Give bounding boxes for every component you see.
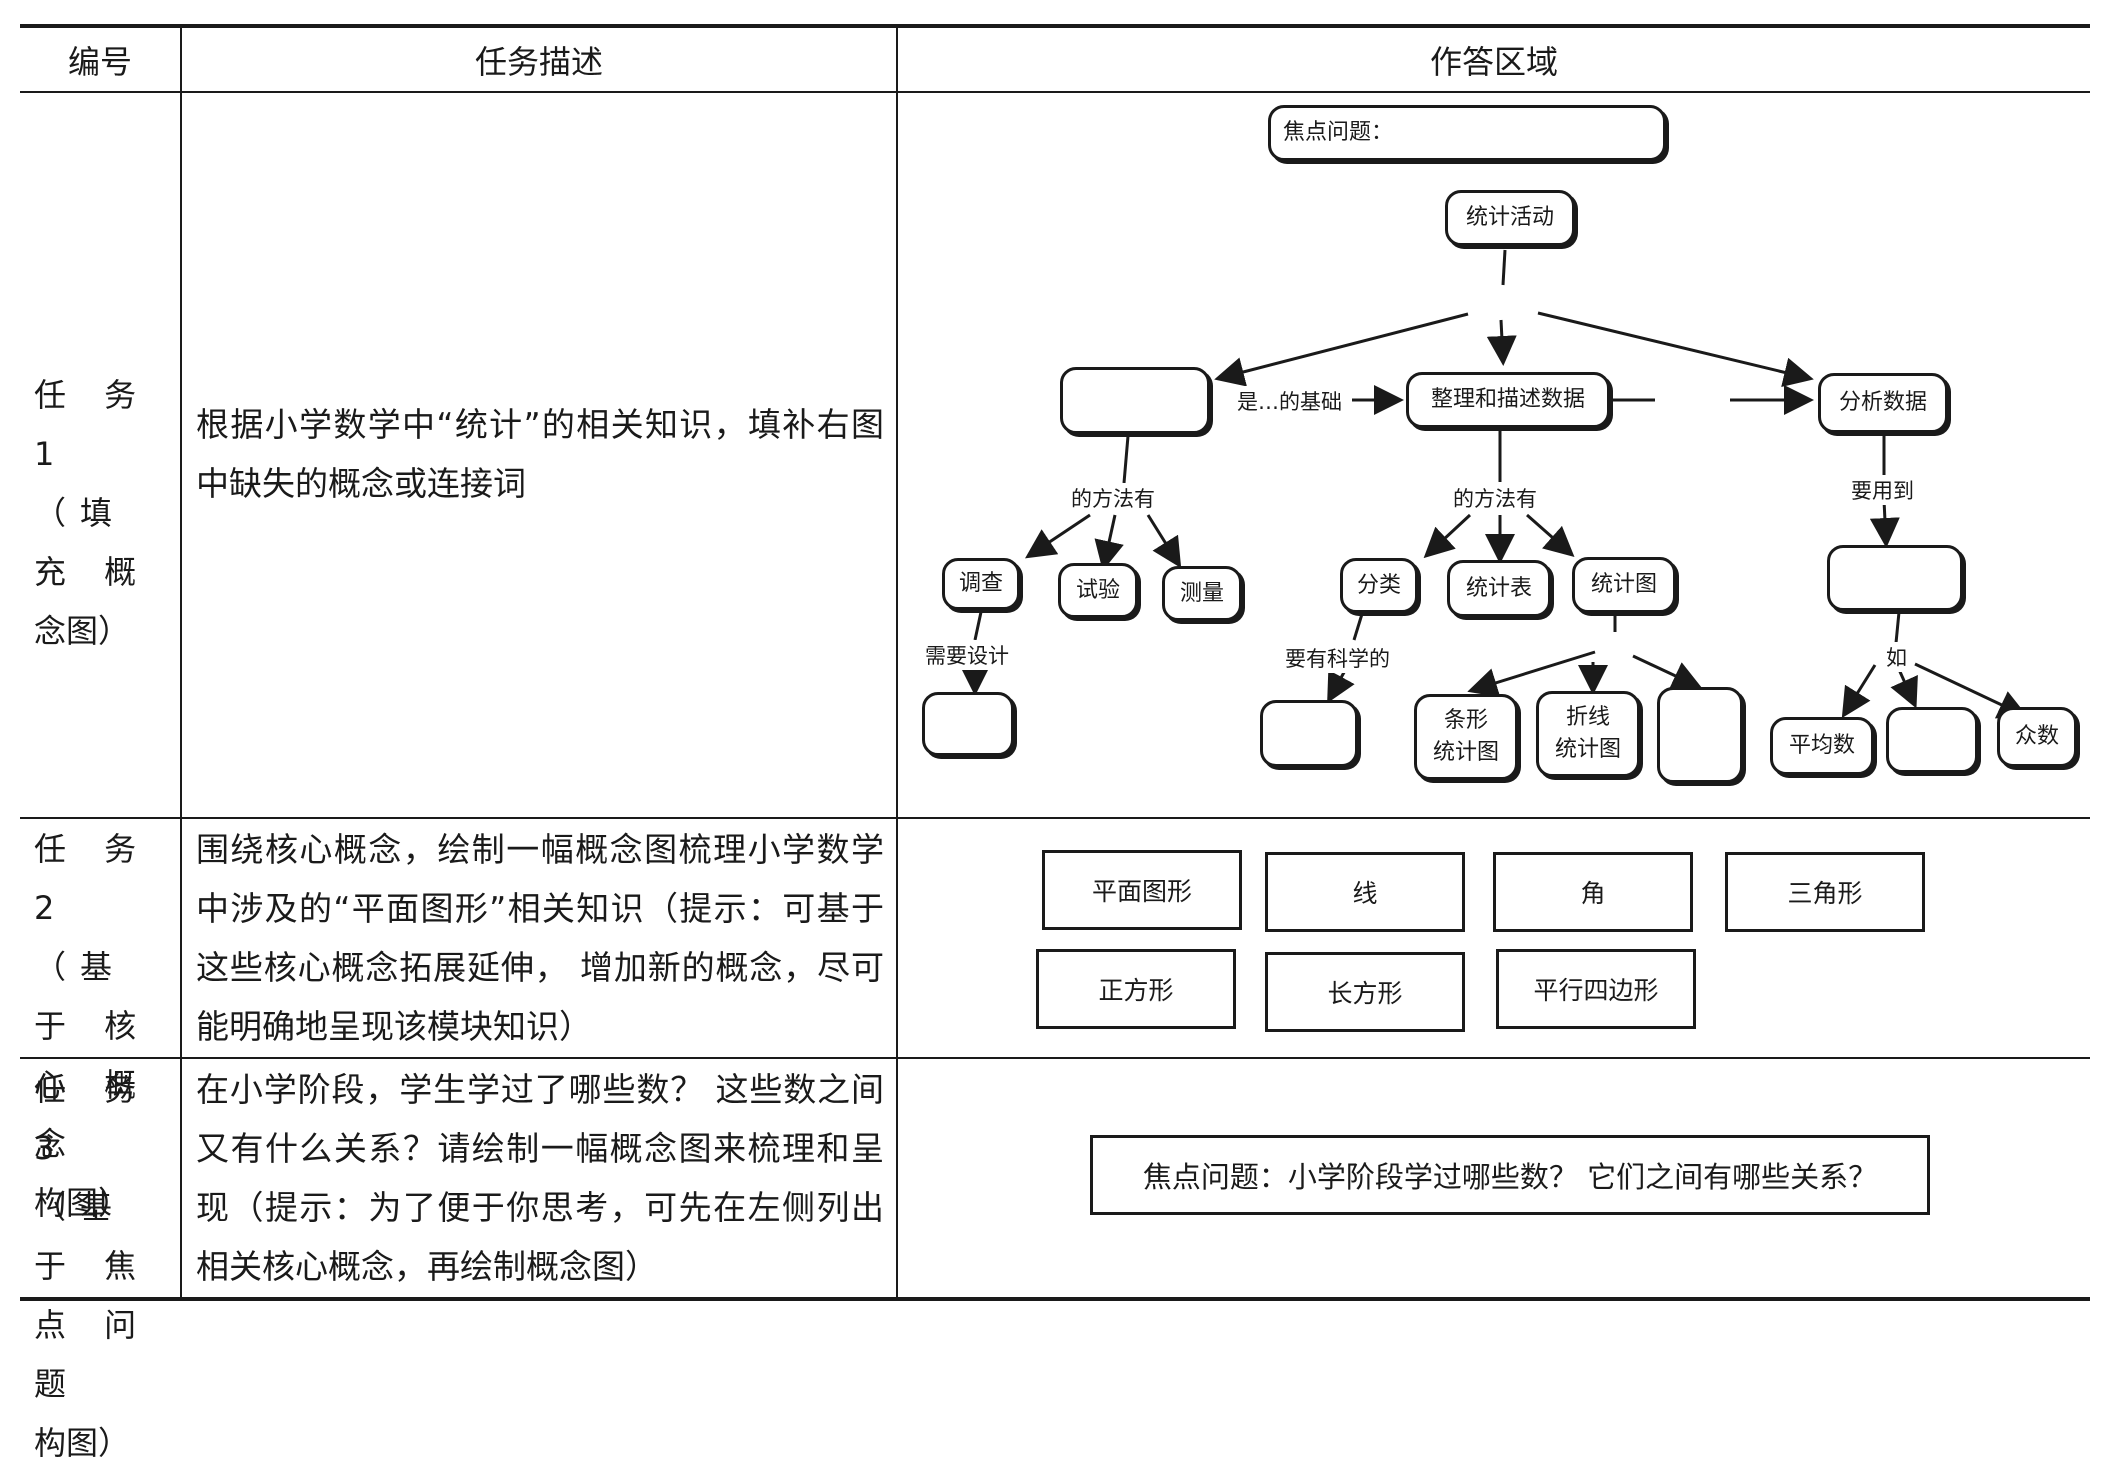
node-classify[interactable]: 分类 bbox=[1340, 558, 1418, 613]
node-stat-chart[interactable]: 统计图 bbox=[1572, 557, 1676, 613]
arrow-to-mid bbox=[1486, 319, 1517, 366]
shape-concept-angle[interactable]: 角 bbox=[1493, 852, 1693, 932]
line-blank-methods bbox=[1122, 435, 1130, 484]
node-bar-chart[interactable]: 条形 统计图 bbox=[1414, 694, 1518, 780]
task1-id: 任 务 1 （填 充 概 念图） bbox=[20, 366, 180, 661]
focus-question-box[interactable]: 焦点问题： bbox=[1268, 105, 1666, 161]
arrow-to-experiment bbox=[1094, 514, 1124, 571]
task2-description: 围绕核心概念，绘制一幅概念图梳理小学数学中涉及的“平面图形”相关知识（提示：可基… bbox=[196, 830, 884, 1046]
node-stat-table[interactable]: 统计表 bbox=[1447, 560, 1551, 617]
row2-bottom-rule bbox=[20, 1057, 2090, 1059]
task3-id-line3: 点 问 题 bbox=[34, 1306, 151, 1403]
node-blank-5[interactable] bbox=[1657, 687, 1743, 783]
col-divider-2 bbox=[896, 26, 898, 1299]
node-survey[interactable]: 调查 bbox=[942, 558, 1020, 610]
concept-map-arrows bbox=[960, 249, 2029, 719]
arrow-to-right bbox=[1537, 311, 1814, 387]
line-blank-suchas bbox=[1894, 611, 1901, 644]
link-methods-mid: 的方法有 bbox=[1450, 483, 1540, 513]
task2-id-line2: （基 于 核 bbox=[34, 948, 151, 1045]
header-id: 编号 bbox=[67, 42, 132, 81]
task1-description: 根据小学数学中“统计”的相关知识，填补右图中缺失的概念或连接词 bbox=[196, 405, 884, 503]
node-mode[interactable]: 众数 bbox=[1997, 707, 2077, 767]
task3-id: 任 务 3 （基 于 焦 点 问 题 构图） bbox=[20, 1060, 180, 1473]
shape-concept-square[interactable]: 正方形 bbox=[1036, 949, 1236, 1029]
task3-id-line1: 任 务 3 bbox=[34, 1070, 151, 1167]
task1-id-line3: 念图） bbox=[34, 612, 131, 650]
shape-concept-rectangle[interactable]: 长方形 bbox=[1265, 952, 1465, 1032]
node-experiment[interactable]: 试验 bbox=[1058, 563, 1138, 618]
task3-focus-question-box[interactable]: 焦点问题：小学阶段学过哪些数？ 它们之间有哪些关系？ bbox=[1090, 1135, 1930, 1215]
node-blank-3[interactable] bbox=[922, 692, 1014, 756]
header-bottom-rule bbox=[20, 91, 2090, 93]
arrow-to-survey bbox=[1025, 513, 1091, 559]
arrow-to-chart bbox=[1526, 513, 1575, 557]
shape-concept-plane-figure[interactable]: 平面图形 bbox=[1042, 850, 1242, 930]
node-line-chart[interactable]: 折线 统计图 bbox=[1536, 691, 1640, 777]
link-such-as: 如 bbox=[1883, 642, 1910, 672]
arrow-root-down bbox=[1501, 249, 1507, 286]
node-stat-activity[interactable]: 统计活动 bbox=[1445, 190, 1575, 246]
task1-id-line2: （填 充 概 bbox=[34, 494, 151, 591]
node-bar-chart-line1: 条形 bbox=[1443, 708, 1488, 733]
link-use: 要用到 bbox=[1848, 475, 1917, 505]
node-analyze-data[interactable]: 分析数据 bbox=[1818, 373, 1948, 433]
col-divider-1 bbox=[180, 26, 182, 1299]
node-line-chart-line2: 统计图 bbox=[1554, 737, 1621, 762]
node-line-chart-line1: 折线 bbox=[1565, 705, 1610, 730]
node-blank-6[interactable] bbox=[1886, 707, 1978, 773]
table-bottom-rule bbox=[20, 1297, 2090, 1301]
shape-concept-line[interactable]: 线 bbox=[1265, 852, 1465, 932]
task1-id-line1: 任 务 1 bbox=[34, 376, 151, 473]
link-need-design: 需要设计 bbox=[922, 640, 1012, 670]
arrow-to-measure bbox=[1146, 514, 1182, 569]
arrow-to-mean bbox=[1841, 664, 1877, 719]
line-classify-sci bbox=[1352, 613, 1364, 641]
node-bar-chart-line2: 统计图 bbox=[1432, 740, 1499, 765]
shape-concept-parallelogram[interactable]: 平行四边形 bbox=[1496, 949, 1696, 1029]
task3-id-line2: （基 于 焦 bbox=[34, 1188, 151, 1285]
header-task: 任务描述 bbox=[474, 42, 603, 81]
link-methods-left: 的方法有 bbox=[1068, 483, 1158, 513]
link-need-scientific: 要有科学的 bbox=[1282, 643, 1393, 673]
line-survey-need bbox=[973, 611, 983, 641]
task2-id: 任 务 2 （基 于 核 心 概 念 构图） bbox=[20, 820, 180, 1233]
node-blank-4[interactable] bbox=[1260, 700, 1358, 767]
task2-id-line4: 构图） bbox=[34, 1184, 131, 1222]
task3-id-line4: 构图） bbox=[34, 1424, 131, 1462]
arrow-to-classify bbox=[1423, 513, 1472, 559]
header-answer: 作答区域 bbox=[1429, 42, 1558, 81]
node-blank-2[interactable] bbox=[1827, 545, 1963, 611]
shape-concept-triangle[interactable]: 三角形 bbox=[1725, 852, 1925, 932]
arrow-to-mode bbox=[1914, 662, 2029, 719]
node-measure[interactable]: 测量 bbox=[1162, 566, 1242, 621]
task2-id-line1: 任 务 2 bbox=[34, 830, 151, 927]
arrow-to-blank bbox=[1214, 312, 1469, 387]
node-blank-1[interactable] bbox=[1060, 367, 1210, 434]
node-mean[interactable]: 平均数 bbox=[1770, 717, 1874, 775]
table-top-rule bbox=[20, 24, 2090, 28]
arrow-to-bar-chart bbox=[1467, 650, 1596, 698]
task3-description: 在小学阶段，学生学过了哪些数？ 这些数之间又有什么关系？请绘制一幅概念图来梳理和… bbox=[196, 1070, 884, 1286]
arrow-use-blank bbox=[1869, 499, 1900, 548]
arrow-to-chart-blank bbox=[1632, 654, 1703, 690]
row1-bottom-rule bbox=[20, 817, 2090, 819]
link-basis: 是…的基础 bbox=[1234, 386, 1345, 416]
node-organize-data[interactable]: 整理和描述数据 bbox=[1406, 372, 1610, 428]
task2-id-line3: 心 概 念 bbox=[34, 1066, 151, 1163]
